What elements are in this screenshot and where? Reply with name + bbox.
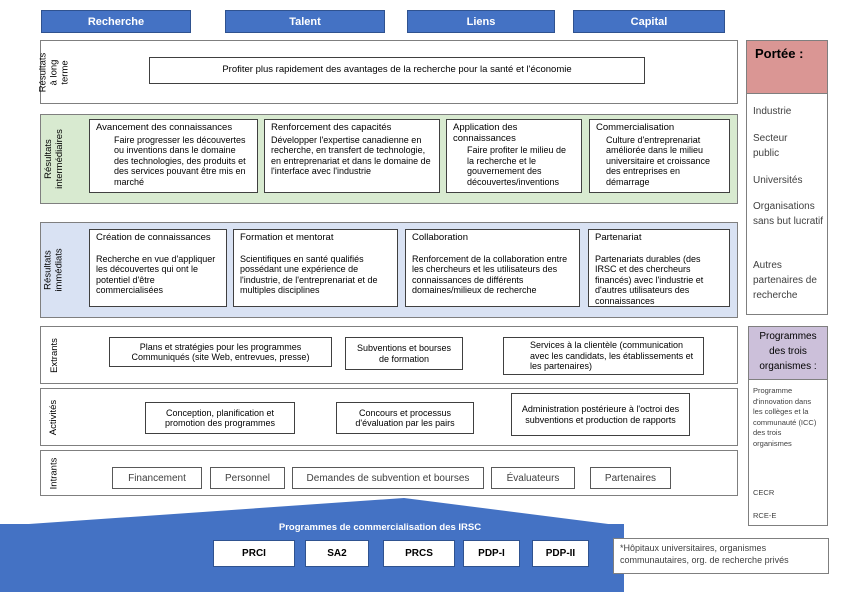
immediate-box-training: Formation et mentorat Scientifiques en s… [233,229,398,307]
box-title: Application des connaissances [453,122,518,144]
box-body: Scientifiques en santé qualifiés posséda… [240,253,378,296]
programs-title: Programmes de commercialisation des IRSC [278,522,482,533]
input-box-funding: Financement [112,467,202,489]
band-label-immediate: Résultats immédiats [43,248,65,292]
activity-box-design: Conception, planification et promotion d… [145,402,295,434]
portee-item-public-sector: Secteur public [753,133,788,159]
output-box-plans: Plans et stratégies pour les programmes … [109,337,332,367]
box-body: Partenariats durables (des IRSC et des c… [595,253,704,306]
output-box-client-services: Services à la clientèle (communication a… [503,337,704,375]
box-title: Formation et mentorat [240,232,334,243]
immediate-box-partnership: Partenariat Partenariats durables (des I… [588,229,730,307]
box-body: Recherche en vue d'appliquer les découve… [96,253,216,296]
immediate-box-collaboration: Collaboration Renforcement de la collabo… [405,229,580,307]
activity-box-administration: Administration postérieure à l'octroi de… [511,393,690,436]
portee-item-universities: Universités [753,175,803,186]
tab-recherche: Recherche [41,10,191,33]
portee-item-industry: Industrie [753,106,792,117]
intermediate-box-advancement: Avancement des connaissances Faire progr… [89,119,258,193]
band-label-activities: Activités [48,399,60,435]
tab-talent: Talent [225,10,385,33]
activity-box-competitions: Concours et processus d'évaluation par l… [336,402,474,434]
box-title: Partenariat [595,232,642,243]
input-box-partners: Partenaires [590,467,671,489]
box-title: Commercialisation [596,122,675,133]
box-title: Renforcement des capacités [271,122,392,133]
program-box-prcs: PRCS [383,540,455,567]
program-box-pdp-ii: PDP-II [532,540,589,567]
program-box-prci: PRCI [213,540,295,567]
long-term-outcome-box: Profiter plus rapidement des avantages d… [149,57,645,84]
immediate-box-knowledge-creation: Création de connaissances Recherche en v… [89,229,227,307]
input-box-staff: Personnel [210,467,285,489]
output-box-grants: Subventions et bourses de formation [345,337,463,370]
band-label-long-term: Résultats à long terme [37,52,71,92]
box-body: Renforcement de la collaboration entre l… [412,253,568,296]
input-box-reviewers: Évaluateurs [491,467,575,489]
program-box-sa2: SA2 [305,540,369,567]
intermediate-box-application: Application des connaissances Faire prof… [446,119,582,193]
intermediate-box-commercialization: Commercialisation Culture d'entreprenari… [589,119,730,193]
box-body: Faire progresser les découvertes ou inve… [114,134,246,187]
box-title: Avancement des connaissances [96,122,233,133]
programmes-title: Programmes des trois organismes : [748,326,828,380]
portee-item-other-partners: Autres partenaires de recherche [753,260,817,301]
box-body: Faire profiter le milieu de la recherche… [467,145,567,187]
programmes-item-icc: Programme d'innovation dans les collèges… [753,386,817,448]
portee-item-nonprofits: Organisations sans but lucratif [753,201,824,227]
box-title: Création de connaissances [96,232,211,243]
tab-capital: Capital [573,10,725,33]
band-label-intermediate: Résultats intermédiaires [43,129,65,189]
input-box-applications: Demandes de subvention et bourses [292,467,484,489]
band-label-inputs: Intrants [48,457,60,489]
box-title: Collaboration [412,232,468,243]
programmes-item-rce-e: RCE-E [753,511,777,520]
portee-title: Portée : [746,40,828,94]
programmes-item-cecr: CECR [753,488,775,497]
tab-liens: Liens [407,10,555,33]
band-label-outputs: Extrants [48,337,60,373]
box-body: Développer l'expertise canadienne en rec… [271,134,431,177]
program-box-pdp-i: PDP-I [463,540,520,567]
footnote: *Hôpitaux universitaires, organismes com… [613,538,829,574]
box-body: Culture d'entreprenariat améliorée dans … [606,134,711,187]
intermediate-box-capacity: Renforcement des capacités Développer l'… [264,119,440,193]
base-triangle [0,498,624,526]
